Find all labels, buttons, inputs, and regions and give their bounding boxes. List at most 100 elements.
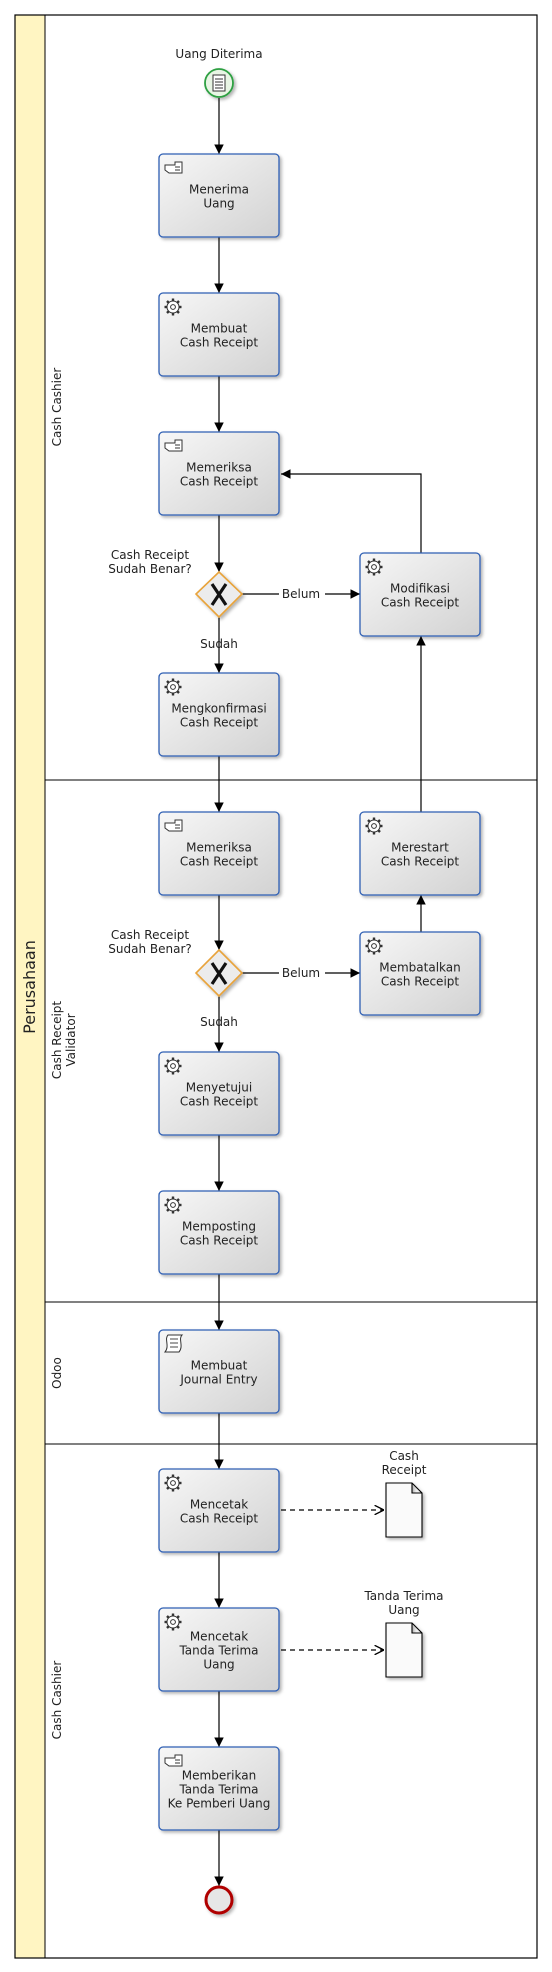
gear-icon <box>164 1196 182 1214</box>
pool-header <box>14 14 46 1959</box>
task-label-line: Modifikasi <box>390 582 450 596</box>
task-label-line: Menyetujui <box>186 1081 252 1095</box>
x-icon <box>210 962 228 985</box>
end-event <box>204 1885 234 1915</box>
task-label-line: Cash Receipt <box>381 855 460 869</box>
task-label-line: Cash Receipt <box>180 1512 259 1526</box>
associations <box>281 1510 384 1650</box>
hand-icon <box>164 1754 183 1767</box>
flow-t4-to-t3 <box>281 469 422 553</box>
task-label-line: Ke Pemberi Uang <box>168 1797 271 1811</box>
task-label-line: Cash Receipt <box>180 475 259 489</box>
task-label-line: Tanda Terima <box>178 1783 258 1797</box>
task-label-line: Mencetak <box>190 1498 248 1512</box>
task-label-line: Cash Receipt <box>180 716 259 730</box>
lane-cash-cashier-bottom <box>44 1443 538 1959</box>
task-label-line: Mencetak <box>190 1630 248 1644</box>
task-label-line: Memberikan <box>182 1769 256 1783</box>
document-icon <box>385 1622 423 1678</box>
task-label-line: Cash Receipt <box>381 596 460 610</box>
x-icon <box>210 583 228 606</box>
task-label-line: Menerima <box>189 183 249 197</box>
sequence-flows <box>214 98 426 1886</box>
task-box <box>359 811 481 896</box>
gear-icon <box>164 1057 182 1075</box>
message-catch-icon <box>212 74 226 92</box>
task-label-line: Uang <box>203 197 234 211</box>
script-icon <box>163 1334 184 1353</box>
gear-icon <box>164 1613 182 1631</box>
task-label-line: Cash Receipt <box>180 336 259 350</box>
gateway-no-label: Belum <box>282 587 320 601</box>
start-event-label: Uang Diterima <box>175 47 262 61</box>
task-box <box>158 811 280 896</box>
task-label-line: Membuat <box>191 1359 248 1373</box>
data-object-cash-receipt: Cash Receipt <box>382 1449 427 1538</box>
task-box <box>359 931 481 1016</box>
task-box <box>158 1468 280 1553</box>
start-event: Uang Diterima <box>175 47 263 98</box>
task-box <box>158 292 280 377</box>
task-label-line: Cash Receipt <box>180 1234 259 1248</box>
lane-odoo <box>44 1301 538 1445</box>
task-label-line: Membatalkan <box>379 961 461 975</box>
lane-title-odoo: Odoo <box>50 1357 64 1389</box>
lanes: Cash Cashier Cash Receipt Validator Odoo… <box>44 14 538 1959</box>
task-box <box>158 672 280 757</box>
task-label-line: Cash Receipt <box>381 975 460 989</box>
gateway-question-line1: Cash Receipt <box>111 548 190 562</box>
task-label-line: Merestart <box>391 841 449 855</box>
task-label-line: Uang <box>203 1658 234 1672</box>
gateway-1: Cash Receipt Sudah Benar? Belum Sudah <box>108 548 325 651</box>
hand-icon <box>164 819 183 832</box>
task-label-line: Tanda Terima <box>178 1644 258 1658</box>
pool-title: Perusahaan <box>20 940 39 1034</box>
gear-icon <box>164 678 182 696</box>
data-object-label-line2: Uang <box>388 1603 419 1617</box>
gateway-yes-label: Sudah <box>200 1015 238 1029</box>
task-box <box>158 431 280 516</box>
data-object-label-line1: Tanda Terima <box>363 1589 443 1603</box>
gateway-question-line1: Cash Receipt <box>111 928 190 942</box>
gateway-no-label: Belum <box>282 966 320 980</box>
task-label-line: Mengkonfirmasi <box>171 702 266 716</box>
data-object-tanda-terima: Tanda Terima Uang <box>363 1589 444 1678</box>
data-object-label-line1: Cash <box>389 1449 419 1463</box>
task-box <box>158 1051 280 1136</box>
task-box <box>158 1607 280 1692</box>
task-box <box>158 1190 280 1275</box>
document-icon <box>385 1482 423 1538</box>
task-label-line: Journal Entry <box>179 1373 257 1387</box>
gear-icon <box>365 558 383 576</box>
data-object-label-line2: Receipt <box>382 1463 427 1477</box>
gateway-question-line2: Sudah Benar? <box>108 562 192 576</box>
task-label-line: Memposting <box>182 1220 256 1234</box>
gear-icon <box>365 817 383 835</box>
lane-title-validator-line2: Validator <box>64 1013 78 1066</box>
task-box <box>158 1746 280 1831</box>
gateway-yes-label: Sudah <box>200 637 238 651</box>
task-box <box>359 552 481 637</box>
task-label-line: Memeriksa <box>186 461 252 475</box>
task-box <box>158 1329 280 1414</box>
lane-title-cash-cashier-top: Cash Cashier <box>50 368 64 447</box>
task-label-line: Cash Receipt <box>180 1095 259 1109</box>
task-label-line: Membuat <box>191 322 248 336</box>
hand-icon <box>164 439 183 452</box>
gear-icon <box>365 937 383 955</box>
